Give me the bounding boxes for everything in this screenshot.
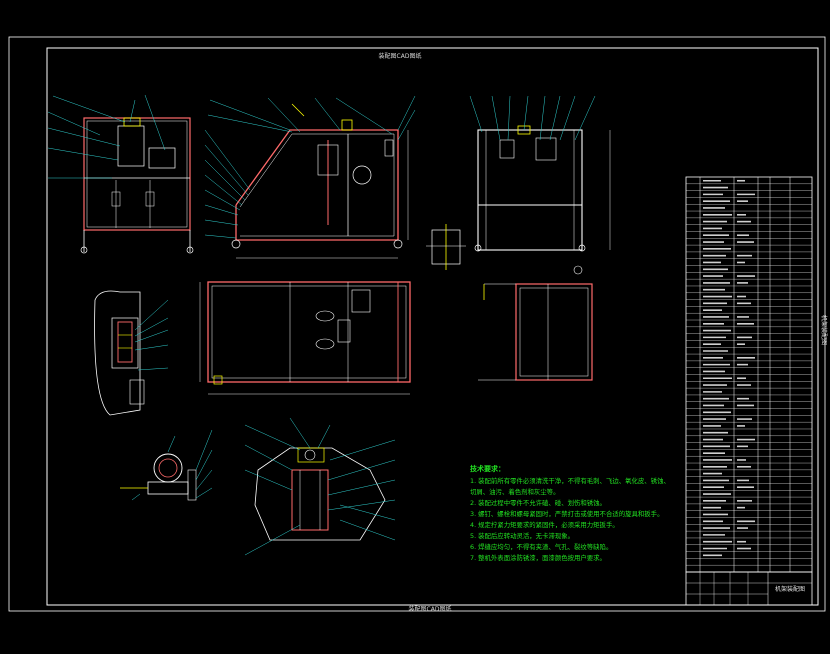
inner-frame [46,47,819,606]
note-line: 6. 焊缝应均匀，不得有夹渣、气孔、裂纹等缺陷。 [470,542,612,551]
notes-heading: 技术要求： [470,464,505,473]
note-line: 3. 螺钉、螺栓和螺母紧固时，严禁打击或使用不合适的旋具和扳手。 [470,509,663,518]
top-drawing-label: 装配图CAD图纸 [379,52,422,60]
title-drawing-name: 机架装配图 [775,585,805,593]
note-line: 7. 整机外表面涂防锈漆，面漆颜色按用户要求。 [470,553,606,562]
front-view-left [47,94,194,254]
parts-list-entries [703,179,755,557]
note-line: 4. 规定拧紧力矩要求的紧固件，必须采用力矩扳手。 [470,520,619,529]
bottom-section-detail [244,417,396,556]
technical-notes: 技术要求： 1. 装配前所有零件必须清洗干净，不得有毛刺、飞边、氧化皮、锈蚀、 … [470,464,670,562]
plan-view-right [478,265,593,381]
side-view-middle [204,95,416,259]
note-line: 1. 装配前所有零件必须清洗干净，不得有毛刺、飞边、氧化皮、锈蚀、 [470,476,670,485]
end-view-right [469,95,611,252]
caster-detail [426,224,466,270]
title-block: 机架装配图 [685,571,813,606]
outer-frame [8,36,826,612]
plan-view-middle [199,281,411,395]
bottom-drawing-label: 装配图CAD图纸 [409,605,452,613]
section-detail-left [94,290,169,416]
note-line: 切屑、油污、着色剂和灰尘等。 [470,487,559,496]
side-drawing-label: 机架装配图 [820,315,828,345]
note-line: 5. 装配后应转动灵活，无卡滞现象。 [470,531,574,540]
parts-list-table: 机架装配图 [685,176,828,573]
wheel-detail [120,429,213,501]
note-line: 2. 装配过程中零件不允许磕、碰、划伤和锈蚀。 [470,498,606,507]
